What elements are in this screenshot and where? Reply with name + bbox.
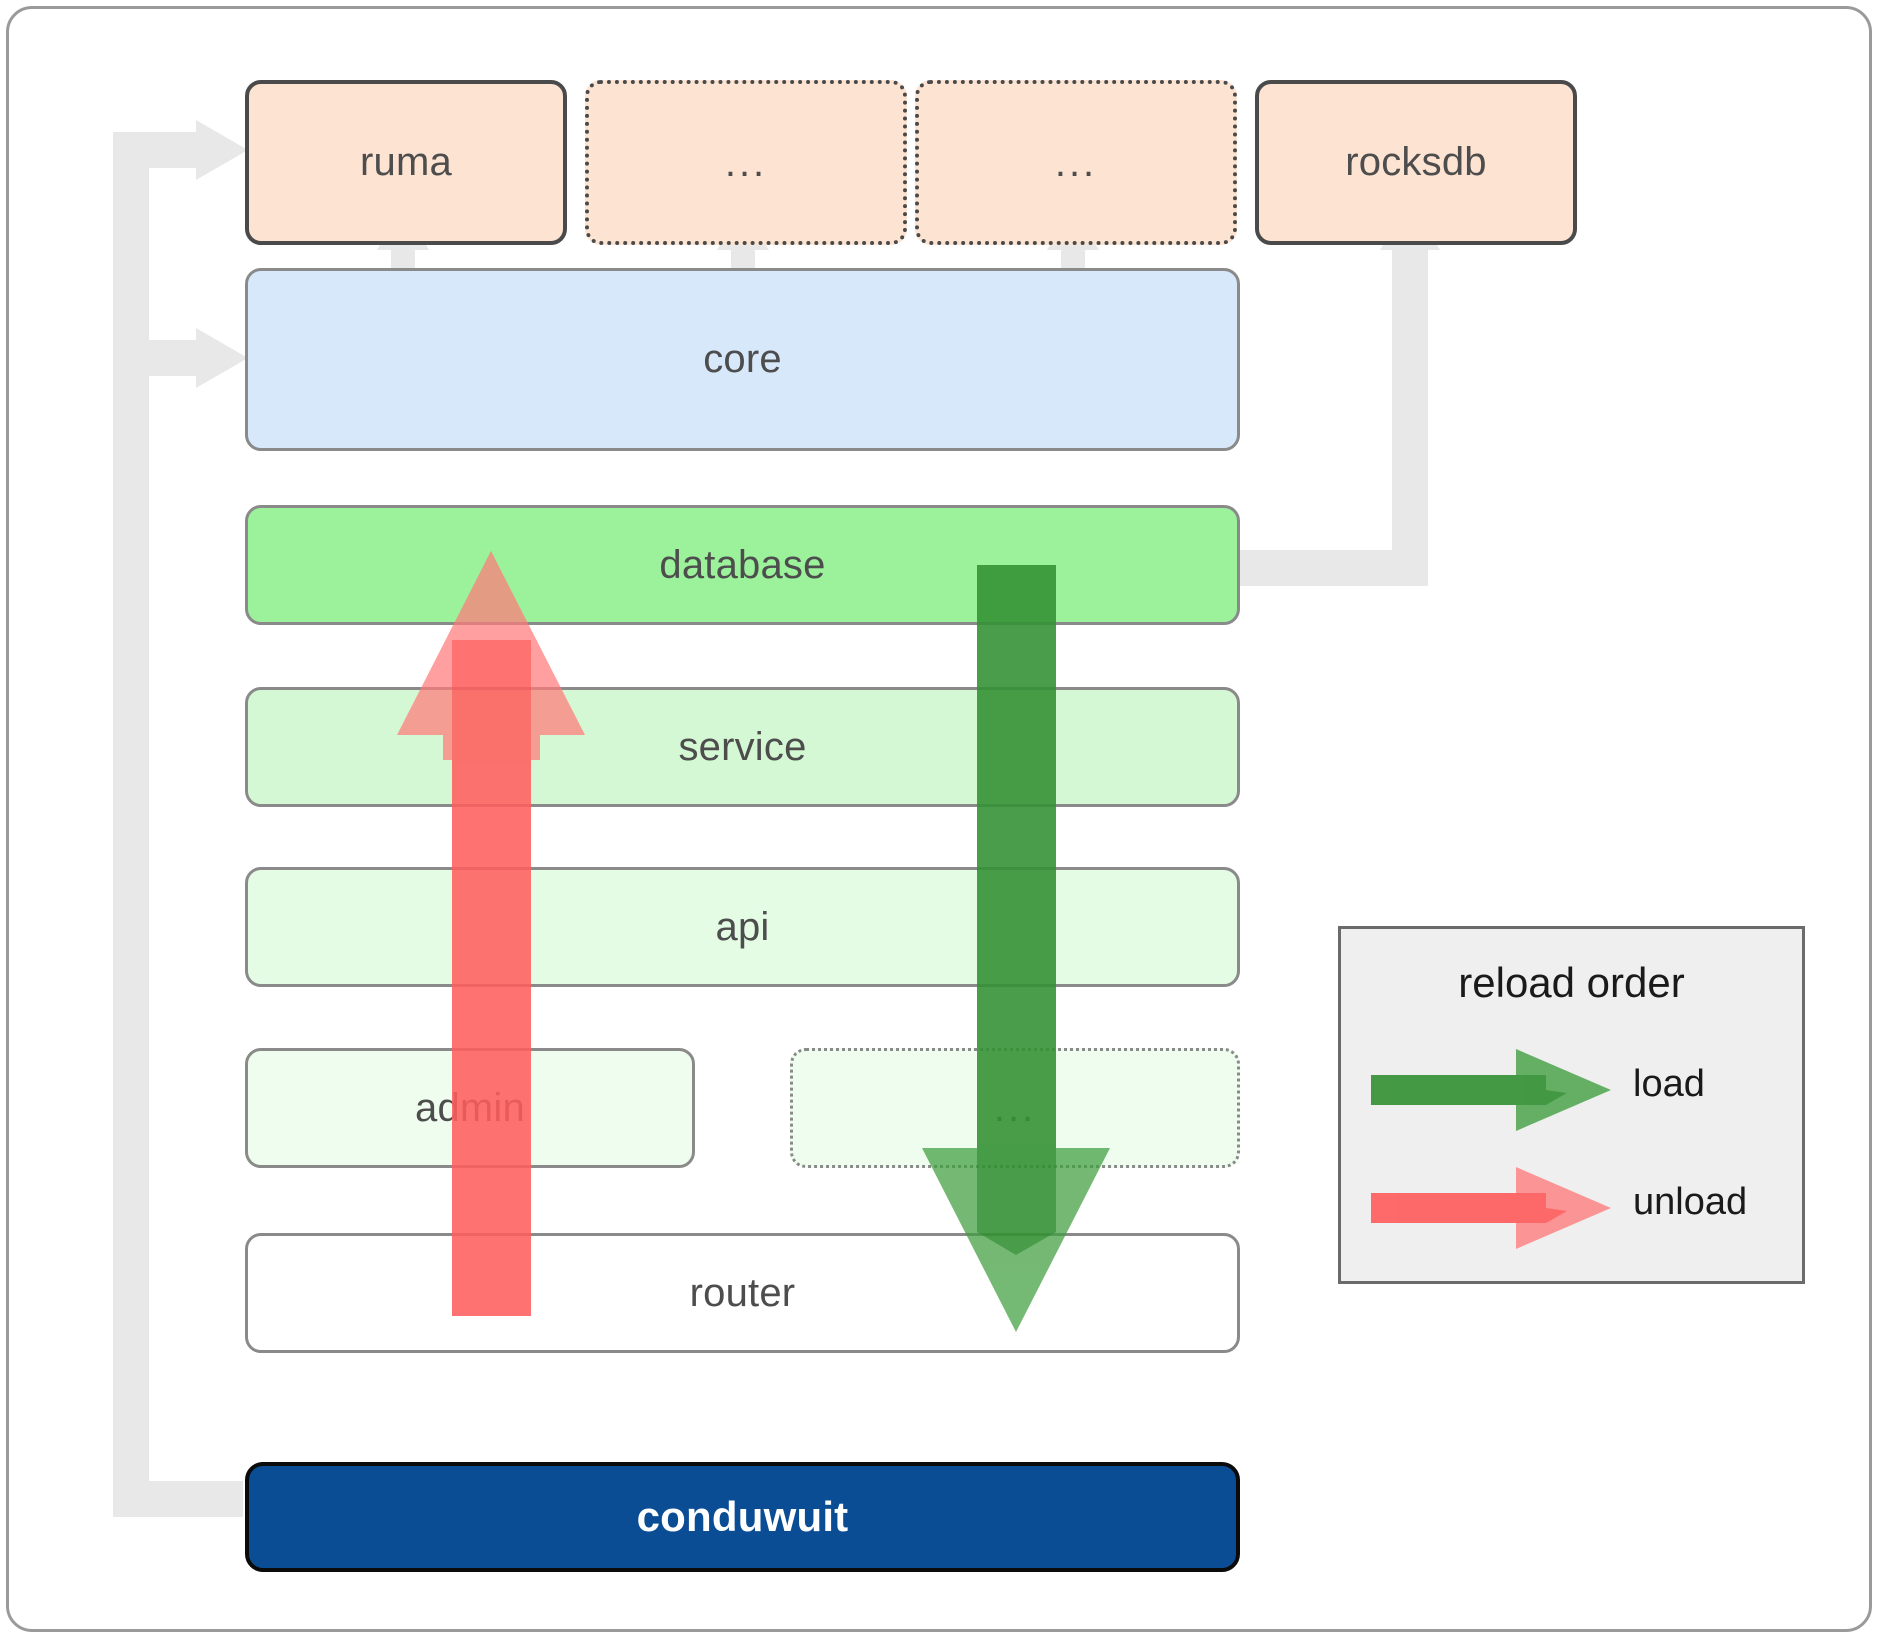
node-ruma[interactable]: ruma (245, 80, 567, 245)
node-label: service (678, 724, 807, 769)
node-label: core (703, 337, 782, 381)
node-label: conduwuit (636, 1493, 849, 1540)
legend-panel: reload order load (1338, 926, 1805, 1284)
node-core[interactable]: core (245, 268, 1240, 451)
node-label: ruma (360, 140, 452, 184)
outer-frame (6, 6, 1872, 1632)
load-arrow-overlay (977, 565, 1056, 1255)
node-label: api (715, 904, 770, 949)
legend-load-arrow-icon (1371, 1049, 1611, 1131)
node-rocksdb[interactable]: rocksdb (1255, 80, 1577, 245)
node-api[interactable]: api (245, 867, 1240, 987)
legend-row-unload: unload (1341, 1165, 1802, 1251)
node-router[interactable]: router (245, 1233, 1240, 1353)
legend-unload-arrow-icon (1371, 1167, 1611, 1249)
legend-title: reload order (1458, 959, 1685, 1006)
node-ext-2[interactable]: ... (915, 80, 1237, 245)
node-database[interactable]: database (245, 505, 1240, 625)
legend-row-load: load (1341, 1047, 1802, 1133)
legend-unload-label: unload (1633, 1181, 1748, 1223)
node-conduwuit[interactable]: conduwuit (245, 1462, 1240, 1572)
node-label: database (659, 542, 826, 587)
node-label: rocksdb (1345, 140, 1487, 184)
node-ext-1[interactable]: ... (585, 80, 907, 245)
node-service[interactable]: service (245, 687, 1240, 807)
node-label: router (689, 1270, 796, 1315)
legend-load-label: load (1633, 1063, 1705, 1105)
unload-arrow-overlay (452, 640, 531, 1316)
connector-arrowhead-core (196, 328, 248, 388)
